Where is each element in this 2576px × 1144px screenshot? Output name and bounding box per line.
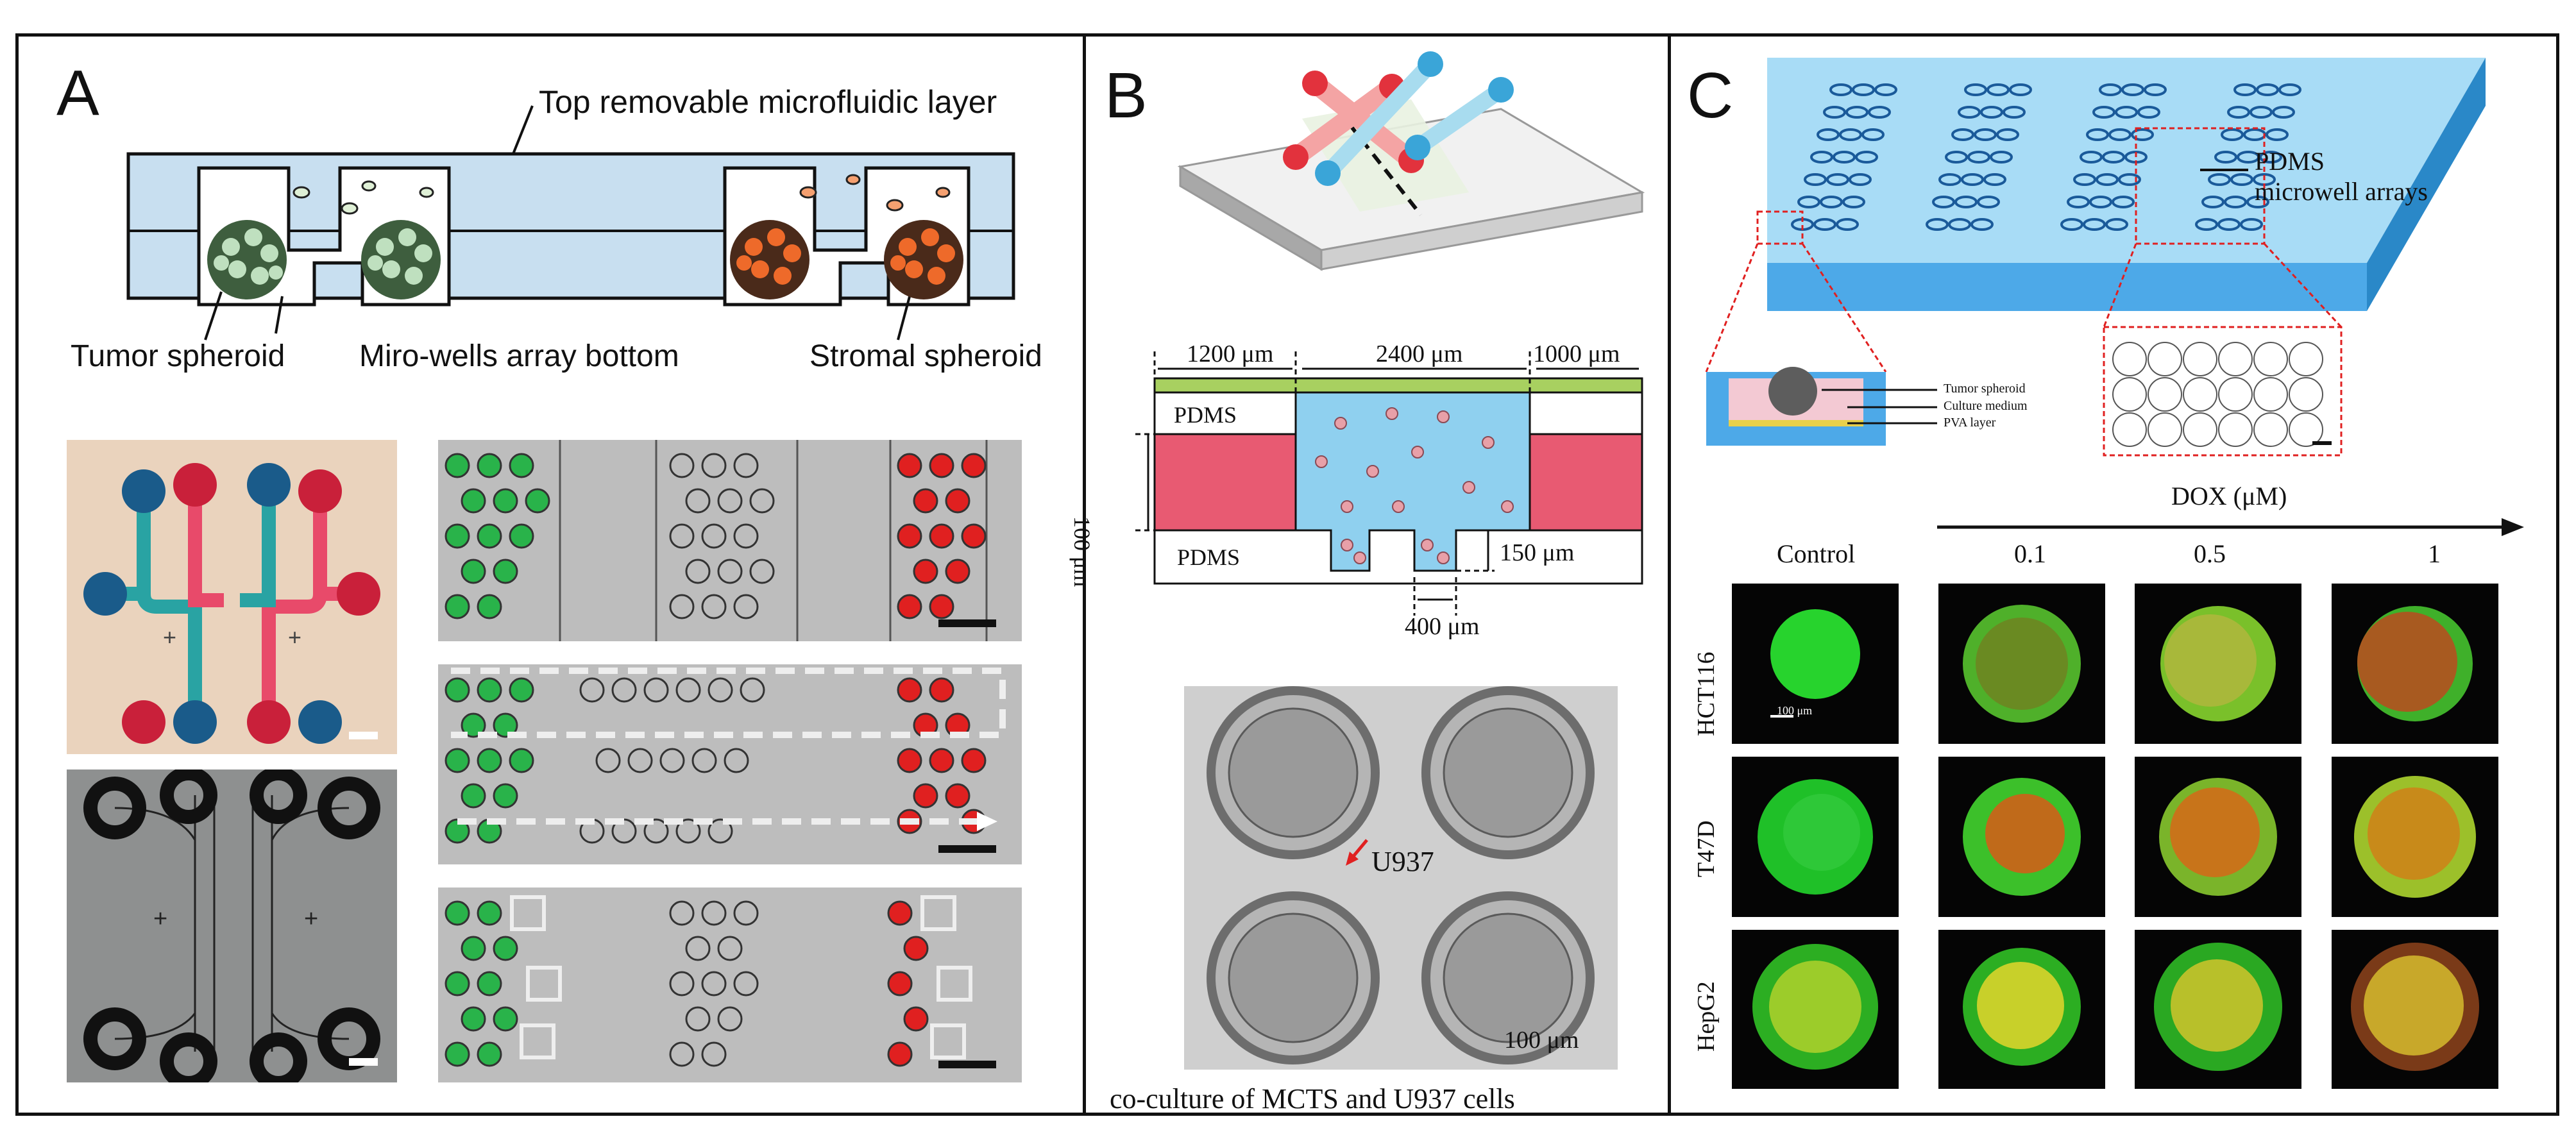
panel-c-letter: C: [1687, 60, 1734, 131]
coculture-wells: [1207, 686, 1595, 1064]
col-0-1: 0.1: [2014, 539, 2046, 568]
row-t47d: T47D: [1693, 820, 1720, 877]
svg-text:+: +: [153, 905, 167, 932]
row-hct116: HCT116: [1693, 652, 1720, 736]
inset-label-pva: PVA layer: [1944, 416, 1996, 430]
fluor-hct116-05: [2135, 584, 2301, 744]
micrograph-top: [438, 440, 1022, 641]
bottom-label-leader: [275, 296, 284, 334]
inlet-red-icon: [1283, 71, 1424, 173]
stromal-spheroid-icon: [884, 220, 963, 299]
svg-text:+: +: [163, 624, 176, 650]
micrograph-bottom-drawing: [445, 895, 996, 1068]
device-brightfield: + +: [67, 770, 397, 1082]
dim-1000: 1000 μm: [1533, 341, 1620, 367]
stromal-spheroid-icon: [730, 220, 809, 299]
device-channels: + +: [83, 463, 380, 744]
row-hepg2: HepG2: [1693, 981, 1720, 1052]
divider-bc: [1668, 33, 1671, 1116]
col-control: Control: [1777, 539, 1856, 568]
divider-ab: [1083, 33, 1086, 1116]
coculture-micrograph: [1184, 686, 1618, 1070]
tumor-label-leader: [204, 291, 223, 341]
device-photo: + +: [67, 440, 397, 754]
bottom-array-label: Miro-wells array bottom: [359, 339, 679, 373]
microwell-grid-icon: [1791, 83, 2301, 231]
dim-2400: 2400 μm: [1376, 341, 1463, 367]
dim-400: 400 μm: [1405, 613, 1480, 640]
tumor-spheroid-label: Tumor spheroid: [71, 339, 285, 373]
inlet-blue-icon: [1315, 51, 1514, 186]
pdms-top-label: PDMS: [1174, 402, 1237, 428]
panel-c-scale-label: 100 μm: [1777, 704, 1813, 717]
tumor-spheroid-icon: [361, 220, 441, 299]
pdms-bottom-label: PDMS: [1177, 544, 1241, 570]
fluor-t47d-05: [2135, 757, 2301, 917]
u937-label: U937: [1371, 846, 1434, 877]
fluor-hepg2-01: [1938, 930, 2105, 1089]
pdms-array-label-2: microwell arrays: [2255, 177, 2428, 206]
panel-b-scale-label: 100 μm: [1504, 1027, 1579, 1054]
fluor-t47d-1: [2332, 757, 2498, 917]
inset-label-tumor: Tumor spheroid: [1944, 382, 2026, 396]
device-brightfield-drawing: + +: [83, 770, 380, 1082]
dim-1200: 1200 μm: [1187, 341, 1274, 367]
top-layer-label: Top removable microfluidic layer: [539, 84, 997, 120]
svg-text:+: +: [288, 624, 301, 650]
fluor-hct116-control: [1732, 584, 1899, 744]
col-1: 1: [2428, 539, 2441, 568]
inset-spheroid-icon: [1768, 367, 1817, 416]
fluor-t47d-control: [1732, 757, 1899, 917]
micrograph-middle-drawing: [445, 668, 1006, 853]
dim-150: 150 μm: [1500, 539, 1575, 566]
panel-b-letter: B: [1105, 60, 1148, 131]
panel-a-letter: A: [56, 57, 99, 129]
fluor-hct116-1: [2332, 584, 2498, 744]
svg-text:+: +: [304, 905, 318, 932]
inset-label-medium: Culture medium: [1944, 399, 2028, 413]
stromal-label-leader: [897, 291, 912, 341]
single-cells-green: [292, 180, 434, 215]
tumor-spheroid-icon: [207, 220, 287, 299]
micrograph-top-drawing: [445, 440, 996, 641]
single-cells-red: [799, 174, 951, 212]
micrograph-middle: [438, 664, 1022, 864]
fluor-hct116-01: [1938, 584, 2105, 744]
coculture-caption: co-culture of MCTS and U937 cells: [1110, 1083, 1515, 1115]
top-label-leader: [512, 105, 534, 155]
fluor-hepg2-control: [1732, 930, 1899, 1089]
dox-label: DOX (μM): [2171, 482, 2287, 510]
fluor-t47d-01: [1938, 757, 2105, 917]
col-0-5: 0.5: [2194, 539, 2226, 568]
micrograph-bottom: [438, 887, 1022, 1082]
figure-frame: [15, 33, 2559, 1116]
stromal-spheroid-label: Stromal spheroid: [809, 339, 1042, 373]
pdms-array-label-1: PDMS: [2255, 147, 2325, 176]
fluor-hepg2-1: [2332, 930, 2498, 1089]
fluor-hepg2-05: [2135, 930, 2301, 1089]
